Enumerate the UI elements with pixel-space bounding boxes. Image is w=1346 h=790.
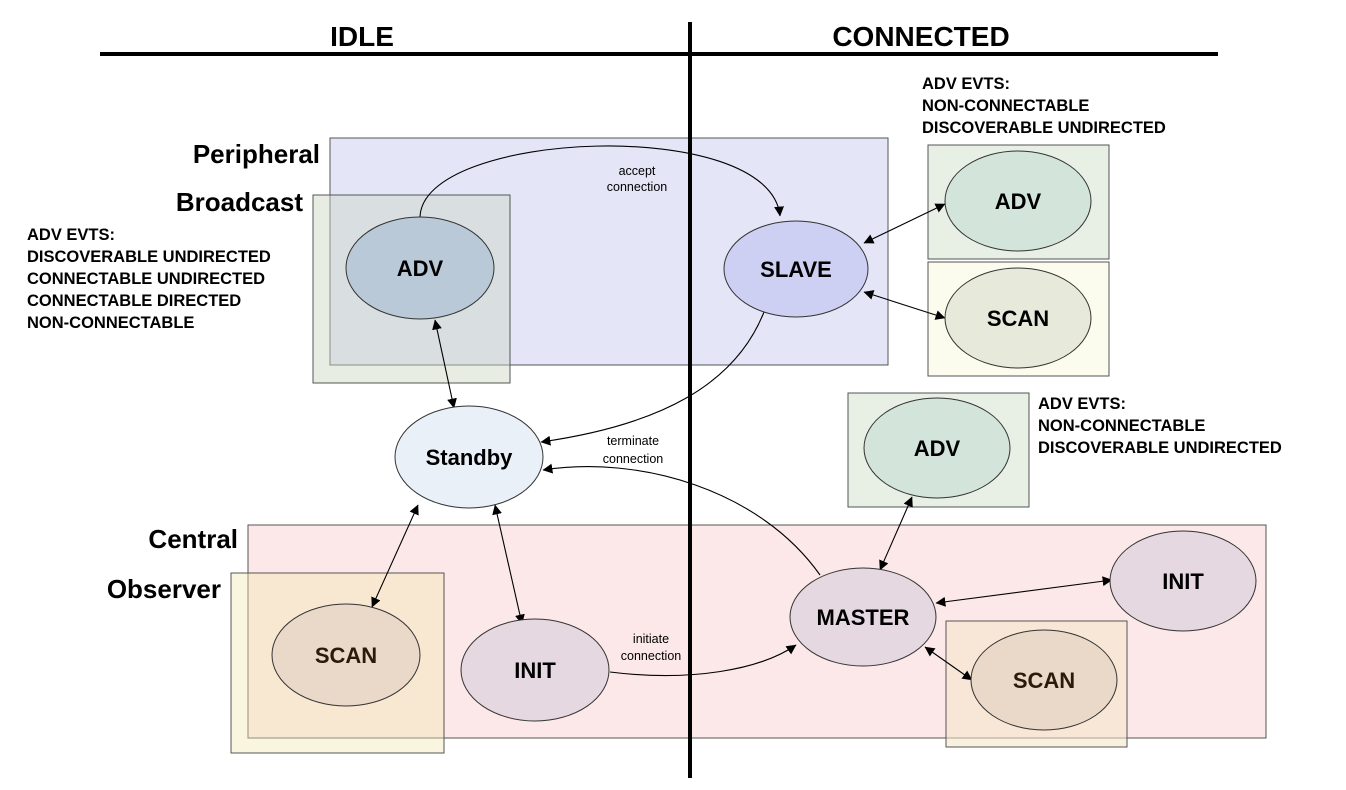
accept-connection-label: connection <box>607 180 668 194</box>
state-slave-scan: SCAN <box>944 267 1092 369</box>
initiate-connection-label: connection <box>621 649 682 663</box>
idle-adv-evts-line: CONNECTABLE DIRECTED <box>27 292 241 310</box>
master-scan-label: SCAN <box>1013 668 1075 693</box>
master-adv-arrow <box>879 496 913 571</box>
slave-adv-events: ADV EVTS: NON-CONNECTABLE DISCOVERABLE U… <box>922 75 1166 137</box>
state-master: MASTER <box>789 567 937 667</box>
role-peripheral: Peripheral <box>193 139 320 169</box>
slave-label: SLAVE <box>760 257 832 282</box>
master-adv-label: ADV <box>914 436 961 461</box>
slave-scan-label: SCAN <box>987 306 1049 331</box>
standby-label: Standby <box>426 445 514 470</box>
role-broadcast: Broadcast <box>176 187 303 217</box>
idle-adv-evts-line: NON-CONNECTABLE <box>27 314 194 332</box>
state-slave-adv: ADV <box>944 150 1092 252</box>
idle-header: IDLE <box>330 21 394 52</box>
standby-scan-arrow <box>371 504 419 608</box>
terminate-connection-label: connection <box>603 452 664 466</box>
state-standby: Standby <box>394 405 544 509</box>
adv-standby-arrow <box>432 319 457 409</box>
state-master-scan: SCAN <box>970 629 1118 731</box>
master-scan-ellipse <box>970 629 1118 731</box>
slave-adv-evts-line: ADV EVTS: <box>922 75 1010 93</box>
master-adv-ellipse <box>863 397 1011 499</box>
state-slave: SLAVE <box>723 220 869 318</box>
standby-init-arrow <box>492 504 525 625</box>
idle-adv-evts-line: ADV EVTS: <box>27 226 115 244</box>
master-adv-evts-line: DISCOVERABLE UNDIRECTED <box>1038 439 1282 457</box>
idle-adv-evts-line: CONNECTABLE UNDIRECTED <box>27 270 265 288</box>
state-idle-adv: ADV <box>345 216 495 320</box>
slave-scan-arrow <box>863 290 946 320</box>
accept-connection-arrow <box>419 145 784 219</box>
idle-init-label: INIT <box>514 658 556 683</box>
role-observer: Observer <box>107 574 221 604</box>
master-label: MASTER <box>817 605 910 630</box>
slave-adv-ellipse <box>944 150 1092 252</box>
idle-adv-events: ADV EVTS: DISCOVERABLE UNDIRECTED CONNEC… <box>27 226 271 332</box>
initiate-connection-label: initiate <box>633 632 669 646</box>
master-adv-evts-line: ADV EVTS: <box>1038 395 1126 413</box>
idle-init-ellipse <box>460 618 610 722</box>
slave-adv-evts-line: DISCOVERABLE UNDIRECTED <box>922 119 1166 137</box>
accept-connection-label: accept <box>619 164 656 178</box>
state-idle-scan: SCAN <box>271 603 421 707</box>
idle-scan-ellipse <box>271 603 421 707</box>
master-adv-evts-line: NON-CONNECTABLE <box>1038 417 1205 435</box>
slave-to-standby-arrow <box>540 311 765 446</box>
state-master-init: INIT <box>1109 530 1257 632</box>
standby-ellipse <box>394 405 544 509</box>
idle-adv-ellipse <box>345 216 495 320</box>
master-ellipse <box>789 567 937 667</box>
role-central: Central <box>148 524 238 554</box>
master-to-standby-arrow <box>542 463 821 576</box>
initiate-connection-arrow <box>609 644 797 677</box>
master-init-ellipse <box>1109 530 1257 632</box>
terminate-connection-label: terminate <box>607 434 659 448</box>
idle-scan-label: SCAN <box>315 643 377 668</box>
master-init-arrow <box>935 576 1113 607</box>
slave-adv-label: ADV <box>995 189 1042 214</box>
slave-adv-evts-line: NON-CONNECTABLE <box>922 97 1089 115</box>
state-idle-init: INIT <box>460 618 610 722</box>
idle-adv-label: ADV <box>397 256 444 281</box>
connected-header: CONNECTED <box>832 21 1009 52</box>
master-scan-arrow <box>924 646 973 681</box>
master-init-label: INIT <box>1162 569 1204 594</box>
master-adv-events: ADV EVTS: NON-CONNECTABLE DISCOVERABLE U… <box>1038 395 1282 457</box>
slave-scan-ellipse <box>944 267 1092 369</box>
slave-adv-arrow <box>863 203 946 244</box>
idle-adv-evts-line: DISCOVERABLE UNDIRECTED <box>27 248 271 266</box>
state-master-adv: ADV <box>863 397 1011 499</box>
slave-ellipse <box>723 220 869 318</box>
